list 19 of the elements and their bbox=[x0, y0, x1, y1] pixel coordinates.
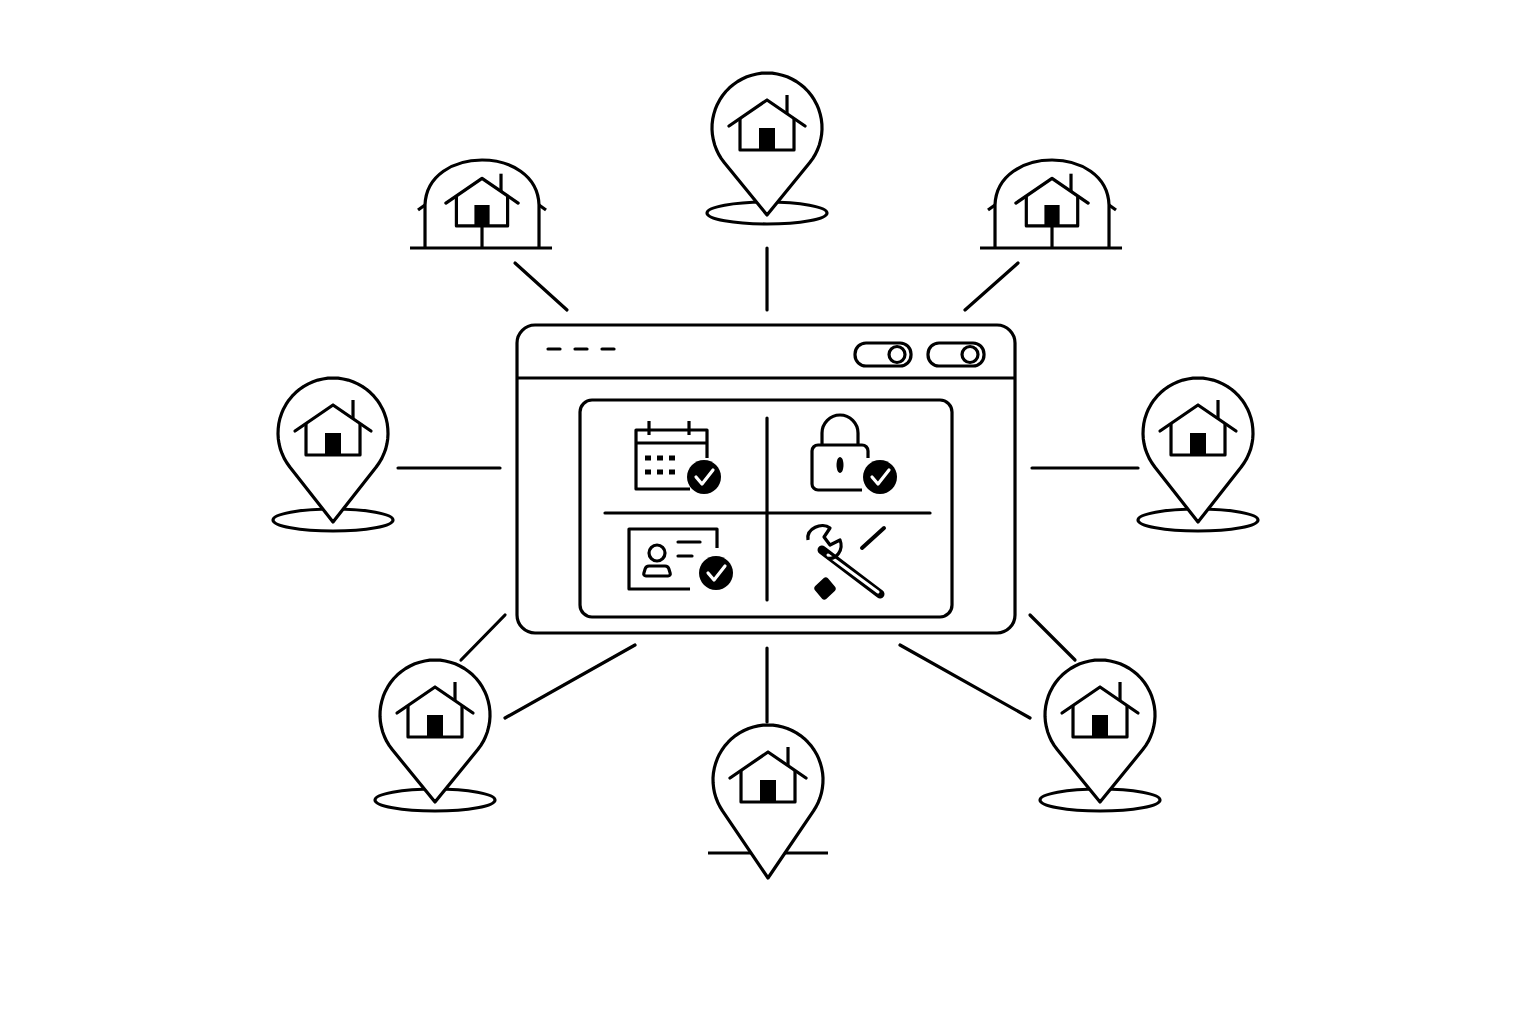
connector-line bbox=[503, 643, 637, 720]
location-pin-drawing bbox=[271, 376, 395, 533]
connector-line bbox=[963, 261, 1020, 312]
connector-line bbox=[1030, 466, 1140, 470]
connector-line bbox=[898, 643, 1032, 720]
connector-line bbox=[1028, 613, 1077, 662]
location-pin-drawing bbox=[373, 658, 497, 813]
connector-line bbox=[459, 613, 507, 662]
connector-line bbox=[765, 646, 769, 724]
location-pin-drawing bbox=[1136, 376, 1260, 533]
browser-window-drawing bbox=[515, 323, 1017, 635]
location-pin-drawing bbox=[705, 71, 829, 226]
connector-line bbox=[765, 246, 769, 312]
house-drawing bbox=[410, 158, 552, 250]
location-pin-drawing bbox=[1038, 658, 1162, 813]
location-pin-drawing bbox=[708, 723, 828, 880]
connector-line bbox=[513, 261, 569, 312]
house-drawing bbox=[980, 158, 1122, 250]
connector-line bbox=[396, 466, 502, 470]
